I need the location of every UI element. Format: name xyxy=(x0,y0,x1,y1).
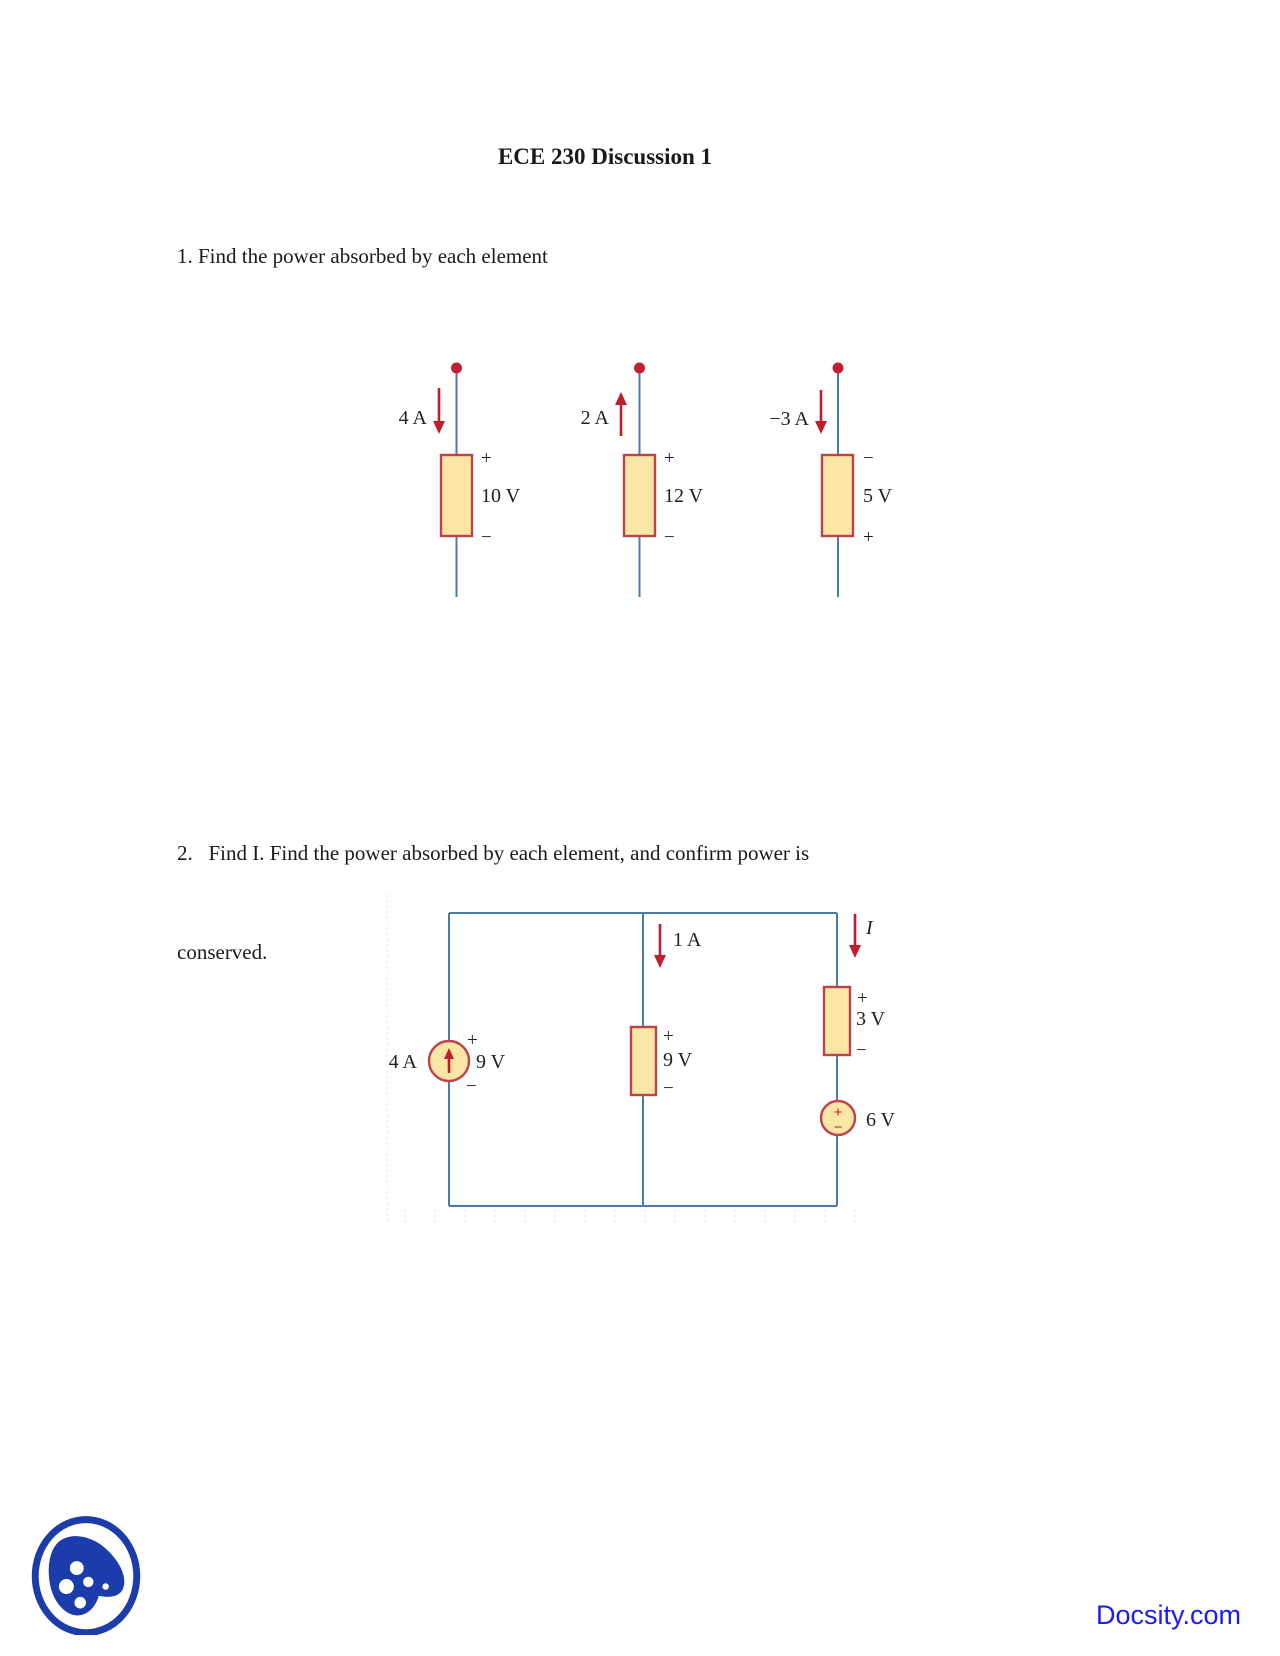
voltage-label: 12 V xyxy=(664,485,704,507)
current-label: 4 A xyxy=(389,1051,418,1073)
current-arrow-up-icon xyxy=(615,392,627,436)
voltage-label: 5 V xyxy=(863,485,893,507)
circuit-element-box xyxy=(622,453,657,538)
faint-ruler-ticks xyxy=(404,1210,856,1223)
node-dot xyxy=(451,362,462,374)
voltage-label: 9 V xyxy=(663,1049,693,1071)
circuit1-branch-1: 4 A + 10 V − xyxy=(399,362,521,597)
circuit-1-diagram: 4 A + 10 V − 2 A + 12 V − −3 A − 5 V + xyxy=(399,362,893,597)
current-arrow-down-icon xyxy=(849,914,861,958)
voltage-source-icon xyxy=(819,1099,857,1137)
circuit2-left-branch: 4 A + 9 V − xyxy=(389,913,506,1206)
source-minus-sign: − xyxy=(834,1120,843,1136)
circuit2-right-branch: I + 3 V − + − 6 V xyxy=(819,913,896,1206)
polarity-plus: + xyxy=(857,988,868,1009)
voltage-source-label: 6 V xyxy=(866,1109,896,1131)
node-dot xyxy=(634,362,645,374)
current-arrow-down-icon xyxy=(433,388,445,434)
docsity-logo-icon[interactable] xyxy=(28,1515,144,1635)
circuit-element-box xyxy=(629,1025,658,1097)
current-arrow-down-icon xyxy=(654,924,666,968)
current-label: 4 A xyxy=(399,407,428,429)
polarity-plus: + xyxy=(481,448,492,469)
circuit2-middle-branch: 1 A + 9 V − xyxy=(629,913,702,1206)
current-label: 1 A xyxy=(673,929,702,951)
current-label: I xyxy=(865,917,874,939)
circuit1-branch-2: 2 A + 12 V − xyxy=(581,362,704,597)
page-title: ECE 230 Discussion 1 xyxy=(497,144,713,169)
voltage-label: 3 V xyxy=(856,1008,886,1030)
polarity-plus: + xyxy=(863,527,874,548)
source-plus-sign: + xyxy=(834,1105,843,1121)
polarity-minus: − xyxy=(663,1078,674,1099)
polarity-plus: + xyxy=(467,1030,478,1051)
polarity-plus: + xyxy=(664,448,675,469)
source-arrow-up-icon xyxy=(444,1048,454,1073)
problem-2-line1: 2. Find I. Find the power absorbed by ea… xyxy=(177,841,810,865)
node-dot xyxy=(832,362,844,374)
problem-2-text: 2. Find I. Find the power absorbed by ea… xyxy=(177,771,977,1002)
problem-1-text: 1. Find the power absorbed by each eleme… xyxy=(177,244,548,268)
circuit-element-box xyxy=(439,453,474,538)
polarity-plus: + xyxy=(663,1026,674,1047)
docsity-link[interactable]: Docsity.com xyxy=(1096,1600,1242,1630)
polarity-minus: − xyxy=(856,1040,867,1061)
circuit-element-box xyxy=(820,453,855,538)
circuit1-branch-3: −3 A − 5 V + xyxy=(769,362,893,597)
current-label: 2 A xyxy=(581,407,610,429)
polarity-minus: − xyxy=(466,1076,477,1097)
polarity-minus: − xyxy=(481,527,492,548)
voltage-label: 10 V xyxy=(481,485,521,507)
polarity-minus: − xyxy=(863,448,874,469)
polarity-minus: − xyxy=(664,527,675,548)
circuit-2-diagram: 4 A + 9 V − 1 A + 9 V − I + 3 V − + − xyxy=(386,895,896,1223)
current-arrow-down-icon xyxy=(815,390,827,434)
circuit-element-box xyxy=(822,985,852,1057)
current-label: −3 A xyxy=(769,408,809,430)
voltage-label: 9 V xyxy=(476,1051,506,1073)
problem-2-line2: conserved. xyxy=(177,940,268,964)
